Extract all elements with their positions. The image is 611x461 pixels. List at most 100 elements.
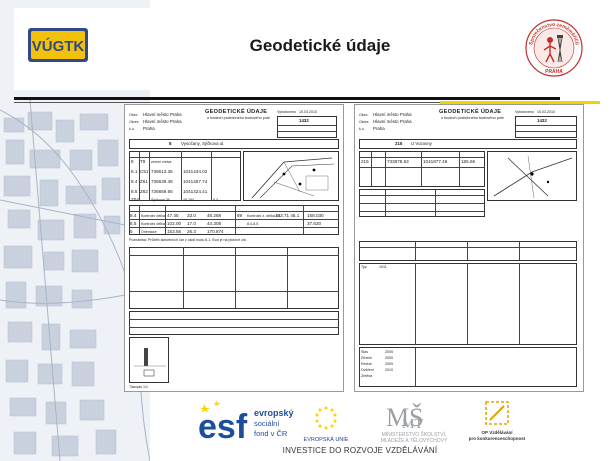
sheet-date-value: 15.03.2010 xyxy=(299,110,317,114)
esf-line-3: fond v ČR xyxy=(254,429,288,438)
history-row-5-label: Změna xyxy=(361,374,373,378)
zememerici-seal: Společenstvo zeměměřičů PRAHA xyxy=(524,14,584,84)
table-row-1-desc: zemní vrstva xyxy=(151,160,172,164)
point-header-box xyxy=(359,139,577,149)
vugtk-logo: VÚGTK xyxy=(26,14,90,82)
sheet-title: GEODETICKÉ ÚDAJE xyxy=(439,109,502,115)
table-row-4-x: 1041424.41 xyxy=(183,189,208,194)
geodetic-sheet-right: GEODETICKÉ ÚDAJE o bodech podrobného bod… xyxy=(354,104,584,392)
sheet-subtitle: o bodech podrobného bodového pole xyxy=(441,116,504,120)
bottom-type-value: 1011 xyxy=(379,265,387,269)
sheet-obec-label: Obec xyxy=(129,113,138,117)
sheet-number: 1432 xyxy=(299,118,309,123)
table-row-4-id: Z62 xyxy=(140,189,148,194)
esf-logo: esf evropský sociální fond v ČR xyxy=(198,400,294,446)
footer-caption: INVESTICE DO ROZVOJE VZDĚLÁVÁNÍ xyxy=(282,446,438,455)
coordinate-y: 733878.53 xyxy=(387,159,409,164)
cross-section-box xyxy=(129,337,169,383)
sheet-title: GEODETICKÉ ÚDAJE xyxy=(205,109,268,115)
bottom-type-label: Typ xyxy=(361,265,367,269)
history-row-4-value: 2010 xyxy=(385,368,393,372)
height-value: 185.66 xyxy=(461,159,476,164)
measure-row-3-id: 5 xyxy=(130,229,133,234)
geodetic-sheet-left: GEODETICKÉ ÚDAJE o bodech podrobného bod… xyxy=(124,104,344,392)
sheet-number-box xyxy=(515,116,577,138)
sheet-ku-label: k.ú. xyxy=(129,127,135,131)
measure-row-2-v5: 8.4-8.5 xyxy=(247,222,259,226)
table-bottom-code: Z04 xyxy=(131,197,139,202)
history-row-4-label: Ověření xyxy=(361,368,374,372)
header-panel xyxy=(14,8,604,90)
sheet-obec-value: Hlavní město Praha xyxy=(143,112,182,117)
sheet-date-value: 15.03.2010 xyxy=(537,110,555,114)
history-row-1-label: Stav xyxy=(361,350,369,354)
header-rule-thin xyxy=(14,102,440,103)
point-header-box xyxy=(129,139,339,149)
coordinates-table xyxy=(129,151,241,201)
table-row-1-c: 8 xyxy=(131,159,134,164)
location-sketch xyxy=(243,151,339,201)
measure-row-1-label: Kontrolní délka xyxy=(141,214,165,218)
table-row-3-c: 8.4 xyxy=(131,179,138,184)
notes-grid xyxy=(129,311,339,335)
coordinates-table xyxy=(359,151,485,187)
history-row-2-value: 2005 xyxy=(385,356,393,360)
sheet-subtitle: o bodech podrobného bodového pole xyxy=(207,116,270,120)
measure-row-3-v2: 26.3 xyxy=(187,229,196,234)
measure-row-3-v1: 153.56 xyxy=(167,229,182,234)
measure-row-2-v1: 102.00 xyxy=(167,221,182,226)
surveyor-figure-icon xyxy=(543,35,563,63)
measure-row-2-v2: 17.0 xyxy=(187,221,196,226)
table-row-3-id: Z61 xyxy=(140,179,148,184)
seal-bottom-text: PRAHA xyxy=(545,69,563,75)
point-location: U Vozovny xyxy=(411,141,432,146)
header-accent-rule xyxy=(440,101,600,104)
measure-row-1-v4: 89 xyxy=(237,213,243,218)
measure-row-1-v7: 158.030 xyxy=(307,213,324,218)
sheet-footer-code: Tiskopis 1/1 xyxy=(129,385,149,389)
measure-row-1-v1: 47.45 xyxy=(167,213,179,218)
measure-row-2-v3: 44.308 xyxy=(207,221,222,226)
sheet-number: 1432 xyxy=(537,118,547,123)
measurement-table xyxy=(129,205,339,235)
photo-grid xyxy=(359,263,577,345)
table-row-2-y: 736613.35 xyxy=(151,169,173,174)
table-bottom-value-1: Sýčkova 26 xyxy=(151,198,170,202)
sheet-okres-label: Okres xyxy=(129,120,139,124)
point-number: 8 xyxy=(169,141,172,146)
history-row-1-value: 2005 xyxy=(385,350,393,354)
sheet-date-label: Vyhotoveno xyxy=(515,110,534,114)
history-row-3-value: 2009 xyxy=(385,362,393,366)
measure-row-1-v3: 46.268 xyxy=(207,213,222,218)
table-bottom-value-2: 48.784 xyxy=(183,198,194,202)
slide-title: Geodetické údaje xyxy=(249,36,391,55)
history-grid xyxy=(359,347,577,387)
table-row-1-id: T8 xyxy=(140,159,146,164)
location-sketch xyxy=(487,151,577,201)
table-row-4-y: 736659.66 xyxy=(151,189,173,194)
table-bottom-value-3: 8.4 xyxy=(213,198,218,202)
point-location: Vysočany, Sýčkova ul. xyxy=(181,141,225,146)
table-row-2-id: C51 xyxy=(140,169,149,174)
esf-line-1: evropský xyxy=(254,408,294,418)
table-row-3-y: 736639.48 xyxy=(151,179,173,184)
svg-text:MT: MT xyxy=(402,417,423,432)
measure-row-1-v5: Kontrolní z. délka 8.1 xyxy=(247,214,281,218)
measure-row-1-v2: 33.0 xyxy=(187,213,196,218)
eu-label: EVROPSKÁ UNIE xyxy=(304,436,349,443)
sheet-ku-value: Praha xyxy=(143,126,155,131)
measure-row-3-v3: 170.874 xyxy=(207,229,224,234)
op-line-2: pro konkurenceschopnost xyxy=(469,436,526,441)
sheet-okres-value: Hlavní město Praha xyxy=(143,119,182,124)
op-line-1: OP Vzdělávání xyxy=(482,430,514,435)
svg-text:MŠ: MŠ xyxy=(386,403,424,432)
sheet-number-box xyxy=(277,116,337,138)
msmt-logo: MŠ MT MINISTERSTVO ŠKOLSTVÍ, MLÁDEŽE A T… xyxy=(381,403,448,444)
sheet-okres-label: Okres xyxy=(359,120,369,124)
history-row-3-label: Revize xyxy=(361,362,372,366)
sheet-obec-value: Hlavní město Praha xyxy=(373,112,412,117)
table-row-2-c: 8.1 xyxy=(131,169,138,174)
sheet-obec-label: Obec xyxy=(359,113,368,117)
svg-text:esf: esf xyxy=(198,408,248,444)
